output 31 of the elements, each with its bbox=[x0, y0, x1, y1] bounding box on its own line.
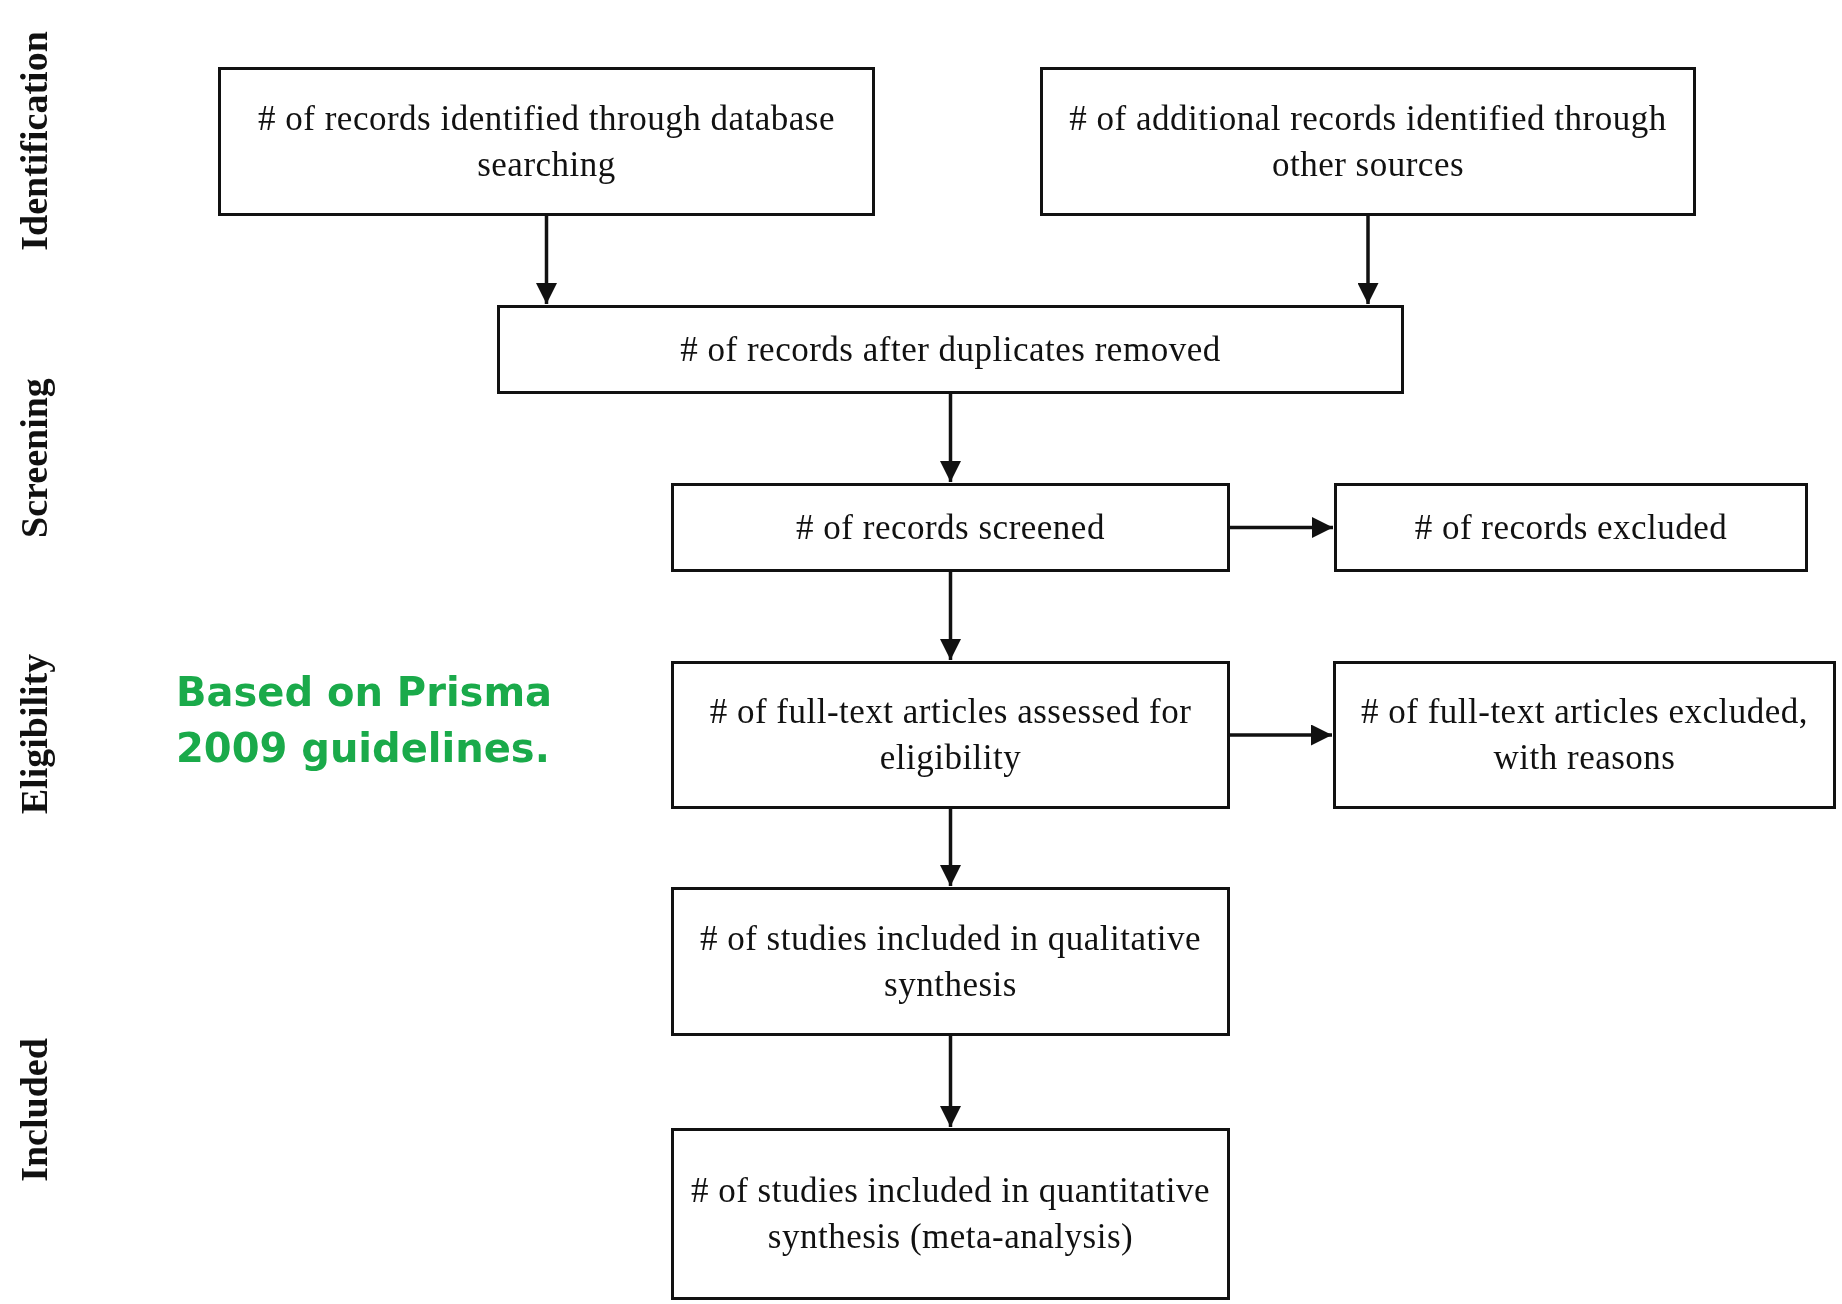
box-text: # of studies included in qualitative synthesis bbox=[698, 917, 1203, 1006]
stage-label: Included bbox=[12, 1038, 56, 1182]
process-box bbox=[1334, 483, 1808, 572]
process-box bbox=[1040, 67, 1696, 216]
process-box bbox=[671, 483, 1230, 572]
note-text: Based on Prisma 2009 guidelines. bbox=[176, 668, 554, 773]
stage-label: Screening bbox=[12, 378, 56, 538]
arrow bbox=[940, 1036, 961, 1127]
arrow bbox=[1357, 216, 1379, 304]
process-box bbox=[1333, 661, 1836, 809]
box-text: # of full-text articles assessed for eligibility bbox=[708, 691, 1193, 779]
arrow bbox=[536, 216, 557, 304]
arrow bbox=[940, 809, 961, 886]
box-text: # of additional records identified through other sources bbox=[1068, 97, 1668, 186]
arrow bbox=[1230, 724, 1332, 746]
arrow bbox=[940, 572, 961, 660]
process-box bbox=[671, 1128, 1230, 1300]
process-box bbox=[218, 67, 875, 216]
process-box bbox=[671, 887, 1230, 1036]
box-text: # of studies included in quantitative synthesis (meta-analysis) bbox=[689, 1170, 1212, 1258]
process-box bbox=[497, 305, 1404, 394]
arrow bbox=[1230, 517, 1333, 538]
stage-label: Identification bbox=[12, 31, 56, 251]
stage-label: Eligibility bbox=[12, 653, 56, 815]
process-box bbox=[671, 661, 1230, 809]
box-text: # of records screened bbox=[796, 506, 1105, 549]
box-text: # of records excluded bbox=[1414, 506, 1728, 549]
box-text: # of records identified through database searching bbox=[257, 97, 836, 186]
box-text: # of full-text articles excluded, with reasons bbox=[1360, 691, 1809, 779]
arrow bbox=[940, 394, 961, 482]
box-text: # of records after duplicates removed bbox=[680, 328, 1221, 371]
